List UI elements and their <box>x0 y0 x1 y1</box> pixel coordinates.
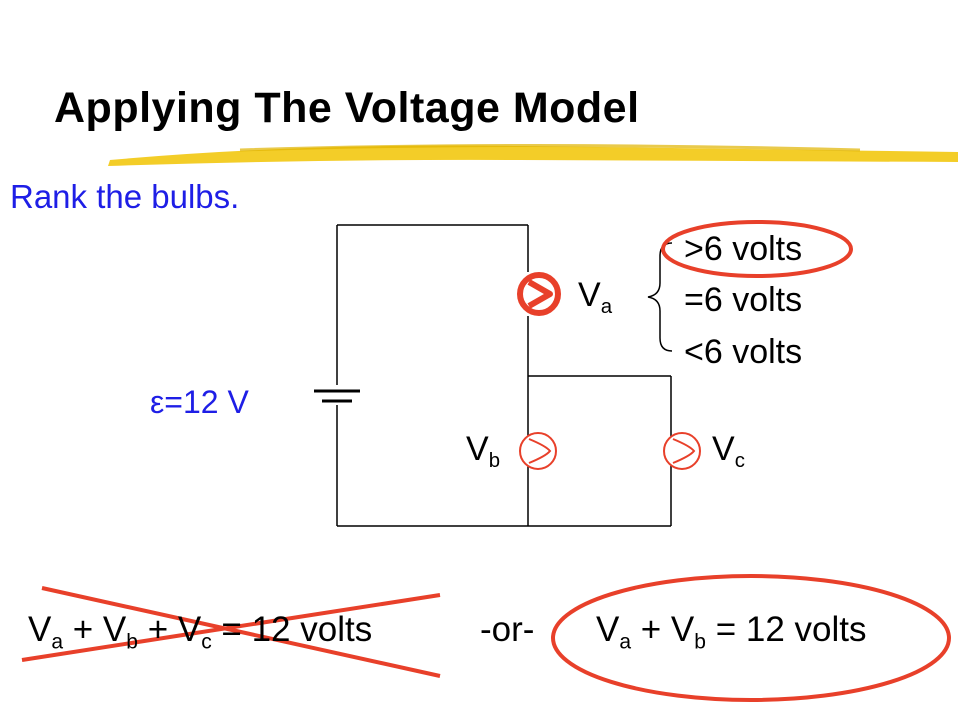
option-greater: >6 volts <box>684 230 803 268</box>
bulb-a-label: Va <box>578 276 613 319</box>
option-less: <6 volts <box>684 333 803 371</box>
bulb-a-icon <box>517 272 561 316</box>
bulb-b-icon <box>519 432 557 470</box>
emf-label: ε=12 V <box>150 386 249 418</box>
answer-circle-option <box>661 220 853 278</box>
slide-title: Applying The Voltage Model <box>54 84 640 132</box>
emf-symbol: ε <box>150 384 165 420</box>
option-equal: =6 volts <box>684 281 803 319</box>
bulb-c-icon <box>663 432 701 470</box>
title-underline-streak <box>239 144 861 152</box>
title-underline <box>108 145 958 166</box>
bulb-c-label: Vc <box>712 430 745 473</box>
emf-value: =12 V <box>164 384 249 420</box>
equation-wrong: Va + Vb + Vc = 12 volts <box>28 610 373 654</box>
equation-correct: Va + Vb = 12 volts <box>596 610 867 654</box>
cross-out-mark <box>21 586 441 678</box>
bulb-b-label: Vb <box>466 430 501 473</box>
answer-circle-equation <box>551 574 951 702</box>
circuit-wires <box>336 224 672 527</box>
instruction-text: Rank the bulbs. <box>10 178 240 215</box>
option-brace <box>647 242 673 352</box>
or-text: -or- <box>480 610 535 649</box>
battery-symbol <box>314 389 360 403</box>
